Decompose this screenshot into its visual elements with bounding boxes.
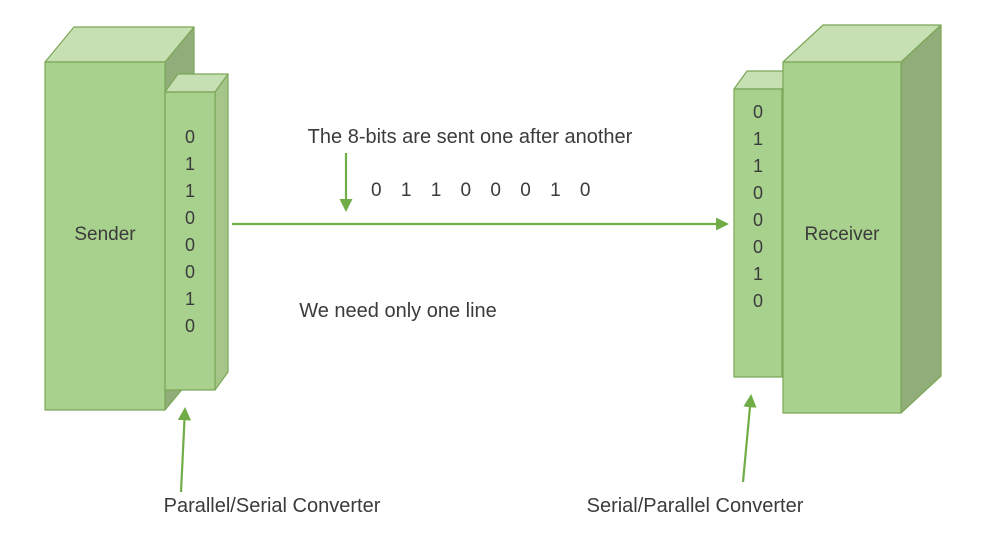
transmission-channel: The 8-bits are sent one after another 0 … [232,126,729,322]
receiver-bit: 1 [753,129,763,149]
receiver-box-side-face [900,24,942,414]
sender-converter-front-face [164,91,216,391]
receiver-box-front-face [782,61,902,414]
receiver-bit: 0 [753,210,763,230]
sender-bit: 1 [185,154,195,174]
converter-annotations: Parallel/Serial Converter Serial/Paralle… [164,394,804,517]
receiver-bit: 1 [753,156,763,176]
receiver-bit: 0 [753,291,763,311]
sender-bit: 0 [185,127,195,147]
parallel-serial-arrow [177,407,192,493]
sender-bit: 0 [185,208,195,228]
sender-converter-bits: 0 1 1 0 0 0 1 0 [185,127,195,336]
receiver-box: Receiver [782,24,942,414]
sender-bit: 1 [185,289,195,309]
serial-parallel-converter-label: Serial/Parallel Converter [587,495,804,517]
sender-bit: 0 [185,316,195,336]
sender-label: Sender [74,224,136,245]
sender-bit: 0 [185,262,195,282]
receiver-bit: 0 [753,183,763,203]
channel-bits-inline: 0 1 1 0 0 0 1 0 [371,180,598,201]
serial-parallel-arrow [741,394,757,483]
sender-converter-side-face [214,73,229,391]
receiver-converter-bits: 0 1 1 0 0 0 1 0 [753,102,763,311]
parallel-serial-converter-box: 0 1 1 0 0 0 1 0 [164,73,229,391]
sender-bit: 0 [185,235,195,255]
sender-bit: 1 [185,181,195,201]
parallel-serial-converter-label: Parallel/Serial Converter [164,495,381,517]
receiver-converter-front-face [733,88,783,378]
receiver-bit: 0 [753,237,763,257]
receiver-bit: 0 [753,102,763,122]
sender-box-front-face [44,61,166,411]
receiver-label: Receiver [805,224,881,245]
channel-caption-bottom: We need only one line [299,300,497,322]
receiver-bit: 1 [753,264,763,284]
channel-caption-top: The 8-bits are sent one after another [308,126,633,148]
